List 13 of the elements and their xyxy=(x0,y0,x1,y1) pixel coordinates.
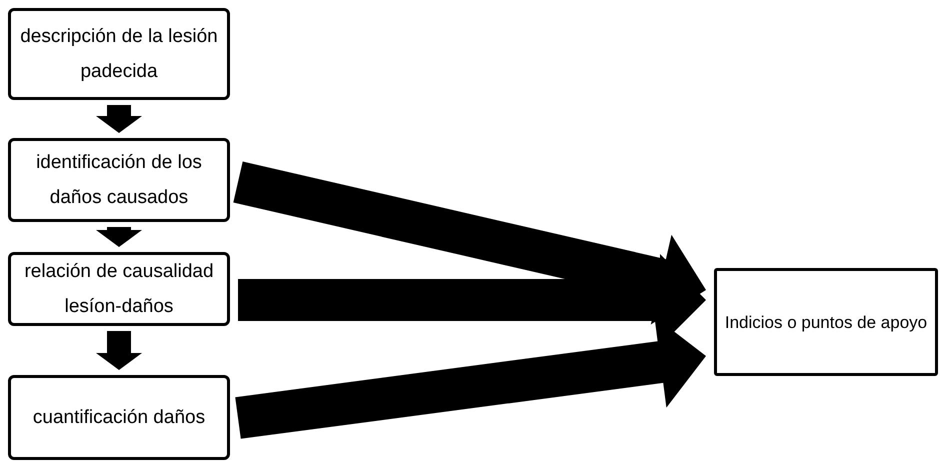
block-arrow xyxy=(96,105,142,133)
box-text: relación de causalidad lesíon-daños xyxy=(23,260,215,319)
process-box xyxy=(8,252,230,326)
box-text: identificación de los daños causados xyxy=(35,151,203,210)
process-box xyxy=(8,138,230,222)
box-text: descripción de la lesión padecida xyxy=(19,25,219,84)
box-text: cuantificación daños xyxy=(32,406,206,430)
block-arrow xyxy=(96,227,142,247)
block-arrow xyxy=(96,331,142,370)
box-text: Indicios o puntos de apoyo xyxy=(724,312,928,334)
process-box xyxy=(8,8,230,100)
process-box xyxy=(714,268,938,376)
process-box xyxy=(8,375,230,460)
